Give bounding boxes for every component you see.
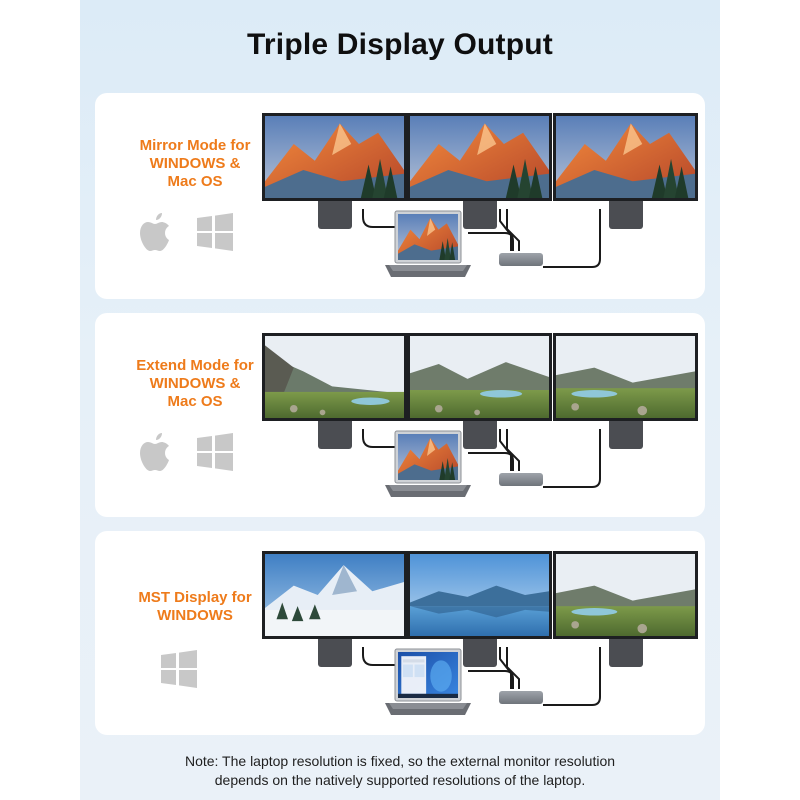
apple-icon xyxy=(135,429,179,480)
external-monitor xyxy=(262,333,407,421)
monitor-screen xyxy=(407,333,552,421)
mode-label: MST Display for WINDOWS xyxy=(138,589,252,624)
mode-panel: Extend Mode for WINDOWS & Mac OS xyxy=(95,313,705,517)
os-icons xyxy=(159,649,199,694)
cable-lines xyxy=(362,429,601,488)
os-icons xyxy=(135,209,235,260)
mode-panel: Mirror Mode for WINDOWS & Mac OS xyxy=(95,93,705,299)
monitor-screen xyxy=(262,551,407,639)
external-monitor xyxy=(553,333,698,421)
monitor-stand xyxy=(318,639,352,667)
monitor-stand xyxy=(609,421,643,449)
external-monitor xyxy=(407,333,552,421)
monitor-stand xyxy=(609,639,643,667)
monitor-stand xyxy=(463,639,497,667)
cable-lines xyxy=(362,647,601,706)
monitor-stand xyxy=(463,421,497,449)
mode-panel: MST Display for WINDOWS xyxy=(95,531,705,735)
laptop xyxy=(385,647,475,717)
external-monitor xyxy=(407,551,552,639)
windows-icon xyxy=(159,649,199,694)
windows-icon xyxy=(195,212,235,257)
monitor-screen xyxy=(553,551,698,639)
monitor-stand xyxy=(318,201,352,229)
monitor-screen xyxy=(407,551,552,639)
laptop xyxy=(385,429,475,499)
mode-label: Mirror Mode for WINDOWS & Mac OS xyxy=(139,137,251,190)
usb-hub xyxy=(499,253,543,266)
usb-hub xyxy=(499,473,543,486)
cable-lines xyxy=(362,209,601,268)
monitor-screen xyxy=(553,333,698,421)
monitor-screen xyxy=(262,113,407,201)
apple-icon xyxy=(135,209,179,260)
footer-note: Note: The laptop resolution is fixed, so… xyxy=(184,753,616,788)
monitor-screen xyxy=(262,333,407,421)
monitor-stand xyxy=(609,201,643,229)
external-monitor xyxy=(407,113,552,201)
page-title: Triple Display Output xyxy=(247,28,553,61)
external-monitor xyxy=(262,113,407,201)
monitor-stand xyxy=(463,201,497,229)
external-monitor xyxy=(553,113,698,201)
windows-icon xyxy=(195,432,235,477)
external-monitor xyxy=(262,551,407,639)
laptop xyxy=(385,209,475,279)
mode-label: Extend Mode for WINDOWS & Mac OS xyxy=(136,357,254,410)
monitor-screen xyxy=(407,113,552,201)
usb-hub xyxy=(499,691,543,704)
monitor-screen xyxy=(553,113,698,201)
os-icons xyxy=(135,429,235,480)
monitor-stand xyxy=(318,421,352,449)
external-monitor xyxy=(553,551,698,639)
